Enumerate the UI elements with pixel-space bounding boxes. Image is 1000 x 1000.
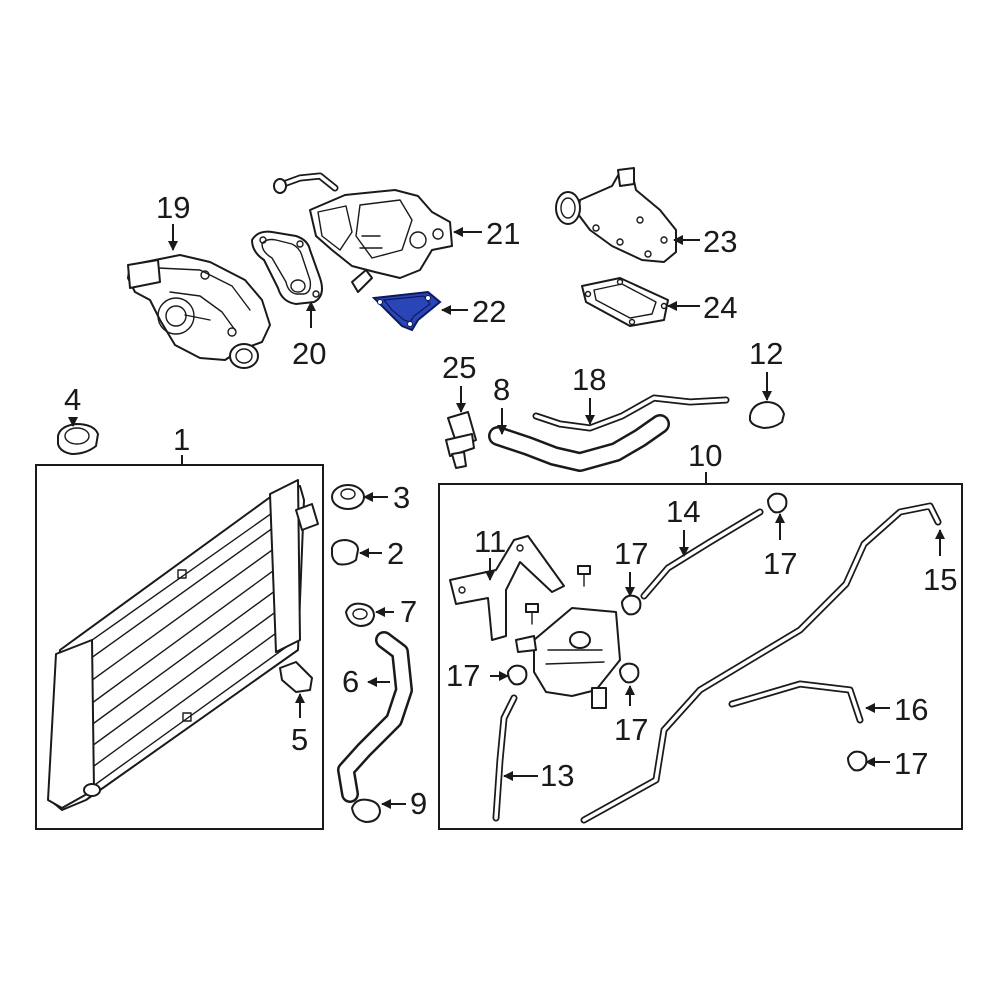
callout-21[interactable]: 21 (486, 216, 520, 251)
callout-17-c[interactable]: 17 (446, 658, 480, 693)
callout-22[interactable]: 22 (472, 294, 506, 329)
callout-7[interactable]: 7 (400, 594, 417, 629)
callout-19[interactable]: 19 (156, 190, 190, 225)
part-12-reservoir-cap[interactable] (749, 401, 785, 429)
callout-1[interactable]: 1 (173, 422, 190, 457)
callout-8[interactable]: 8 (493, 372, 510, 407)
part-9-hose-clamp[interactable] (351, 798, 381, 823)
callout-25[interactable]: 25 (442, 350, 476, 385)
callout-20[interactable]: 20 (292, 336, 326, 371)
callout-17-e[interactable]: 17 (894, 746, 928, 781)
callout-12[interactable]: 12 (749, 336, 783, 371)
part-20-housing-gasket[interactable] (251, 230, 323, 305)
callout-18[interactable]: 18 (572, 362, 606, 397)
callout-labels: 19 20 21 22 23 24 25 8 18 12 4 1 10 3 2 … (64, 190, 957, 821)
callout-15[interactable]: 15 (923, 562, 957, 597)
callout-13[interactable]: 13 (540, 758, 574, 793)
part-13-overflow-hose[interactable] (492, 694, 518, 822)
part-17-clamp-c[interactable] (507, 664, 528, 686)
reservoir-group-box (438, 483, 963, 830)
part-17-clamp-d[interactable] (619, 662, 640, 684)
callout-4[interactable]: 4 (64, 382, 81, 417)
part-24-outlet-gasket[interactable] (581, 277, 669, 327)
part-6-lower-hose[interactable] (337, 631, 413, 803)
part-25-temperature-sensor[interactable] (445, 411, 477, 469)
callout-5[interactable]: 5 (291, 722, 308, 757)
callout-23[interactable]: 23 (703, 224, 737, 259)
callout-11[interactable]: 11 (474, 524, 506, 559)
part-5-drain-plug[interactable] (279, 661, 313, 693)
part-14-reservoir-hose[interactable] (640, 508, 764, 600)
part-11-reservoir-bracket[interactable] (449, 535, 565, 641)
callout-16[interactable]: 16 (894, 692, 928, 727)
leader-lines (68, 224, 945, 809)
part-22-gasket-highlighted[interactable] (371, 290, 442, 332)
callout-6[interactable]: 6 (342, 664, 359, 699)
part-3-radiator-mount[interactable] (331, 484, 365, 510)
callout-14[interactable]: 14 (666, 494, 700, 529)
callout-24[interactable]: 24 (703, 290, 737, 325)
part-17-clamp-e[interactable] (847, 750, 868, 772)
callout-17-a[interactable]: 17 (614, 536, 648, 571)
part-10-coolant-reservoir[interactable] (515, 607, 621, 709)
part-18-bypass-pipe[interactable] (532, 394, 730, 432)
reservoir-bolts[interactable] (525, 565, 591, 625)
part-23-water-outlet[interactable] (555, 167, 677, 263)
part-19-water-outlet-housing[interactable] (127, 254, 271, 369)
radiator-group-box (35, 464, 324, 830)
callout-17-b[interactable]: 17 (763, 546, 797, 581)
callout-10[interactable]: 10 (688, 438, 722, 473)
part-21-thermostat-housing[interactable] (273, 172, 453, 293)
callout-9[interactable]: 9 (410, 786, 427, 821)
part-17-clamp-a[interactable] (621, 594, 642, 616)
part-17-clamp-b[interactable] (767, 492, 788, 514)
callout-17-d[interactable]: 17 (614, 712, 648, 747)
part-7-hose-clamp[interactable] (345, 602, 375, 627)
part-8-upper-hose[interactable] (488, 414, 670, 472)
callout-3[interactable]: 3 (393, 480, 410, 515)
part-15-bypass-hose[interactable] (580, 502, 942, 824)
part-16-heater-hose[interactable] (728, 680, 864, 724)
part-4-radiator-cap[interactable] (57, 423, 99, 455)
part-1-radiator[interactable] (47, 479, 319, 811)
part-2-bushing[interactable] (331, 539, 359, 566)
callout-2[interactable]: 2 (387, 536, 404, 571)
